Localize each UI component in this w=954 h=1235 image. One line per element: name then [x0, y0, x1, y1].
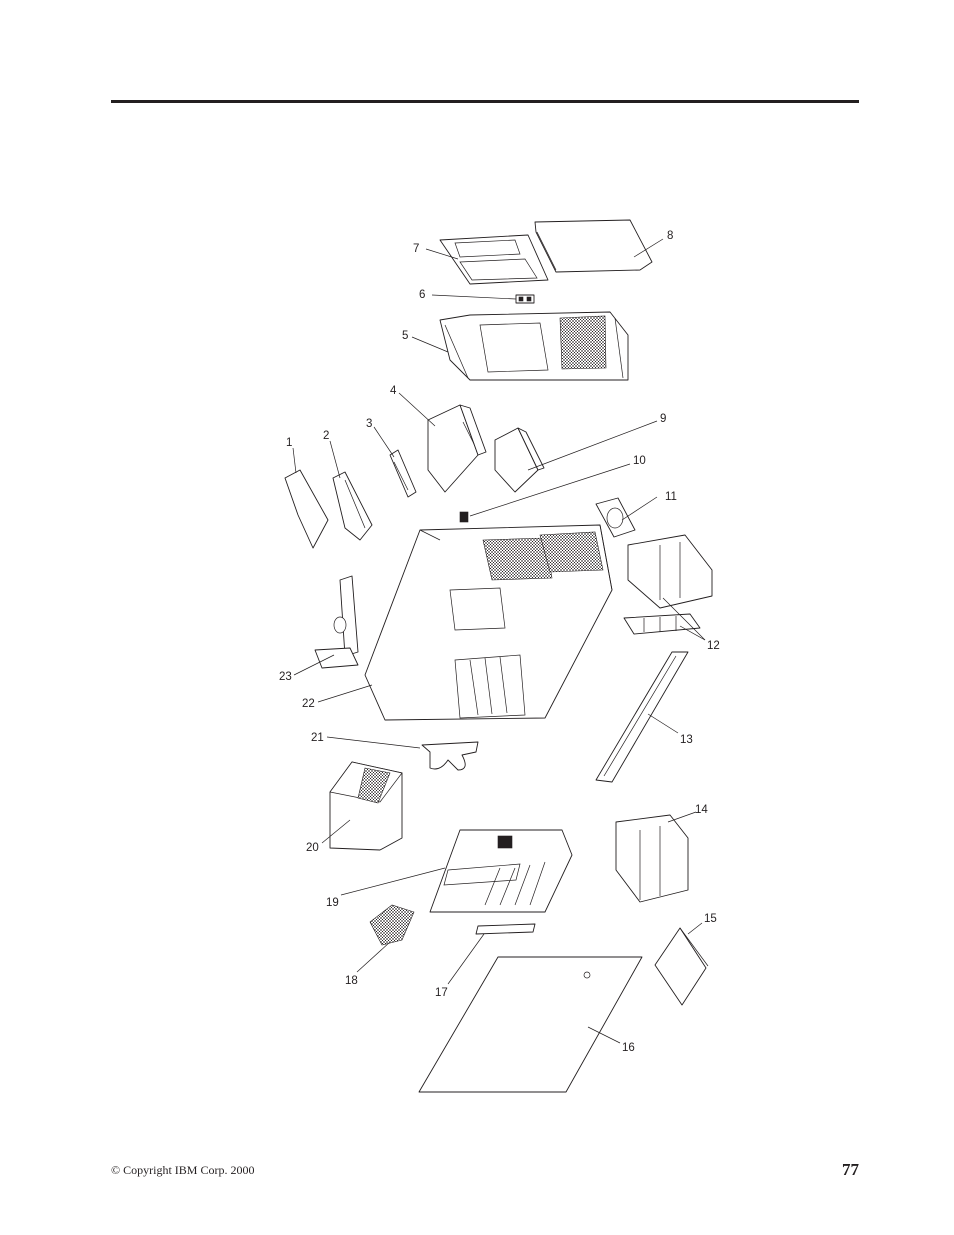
part-6-switch	[515, 294, 535, 304]
part-16-side-cover	[418, 956, 643, 1093]
part-22-chassis	[364, 524, 613, 721]
callout-21: 21	[311, 732, 324, 744]
callout-1: 1	[286, 437, 292, 449]
header-rule	[111, 100, 859, 103]
part-15-hard-disk	[654, 927, 709, 1006]
part-17-memory	[475, 923, 536, 935]
callout-7: 7	[413, 243, 419, 255]
part-14-drive-cage	[615, 814, 689, 903]
callout-6: 6	[419, 289, 425, 301]
callout-20: 20	[306, 842, 319, 854]
callout-16: 16	[622, 1042, 635, 1054]
callout-9: 9	[660, 413, 666, 425]
part-21-cable	[421, 741, 479, 771]
callout-18: 18	[345, 975, 358, 987]
callout-labels: 1 2 3 4 5 6 7 8 9 10 11 12 13 14 15 16 1…	[279, 230, 720, 1054]
part-4-cd-drive	[427, 404, 487, 493]
callout-19: 19	[326, 897, 339, 909]
part-5-front-bezel	[439, 311, 629, 381]
part-9-diskette-drive	[494, 427, 545, 493]
part-11-fan-duct	[595, 497, 636, 538]
callout-3: 3	[366, 418, 372, 430]
copyright-notice: © Copyright IBM Corp. 2000	[111, 1163, 255, 1177]
part-12-drive-cage	[623, 534, 713, 635]
part-2-bracket	[332, 471, 373, 541]
part-1-blank-cover	[284, 469, 329, 549]
callout-14: 14	[695, 804, 708, 816]
part-3-bay-filler	[389, 449, 417, 498]
callout-15: 15	[704, 913, 717, 925]
leader-lines	[292, 238, 706, 1044]
page-number: 77	[842, 1160, 859, 1179]
part-8-top-cover	[534, 219, 653, 273]
callout-10: 10	[633, 455, 646, 467]
part-19-system-board	[429, 829, 573, 913]
callout-4: 4	[390, 385, 397, 397]
part-18-heat-sink	[369, 904, 415, 946]
part-13-rail	[595, 651, 689, 783]
callout-13: 13	[680, 734, 693, 746]
callout-17: 17	[435, 987, 448, 999]
callout-2: 2	[323, 430, 329, 442]
callout-11: 11	[665, 491, 677, 503]
part-10-screw	[459, 511, 469, 523]
callout-23: 23	[279, 671, 292, 683]
part-20-power-supply	[329, 761, 403, 851]
callout-12: 12	[707, 640, 720, 652]
callout-22: 22	[302, 698, 315, 710]
callout-5: 5	[402, 330, 408, 342]
callout-8: 8	[667, 230, 673, 242]
part-7-bezel-door	[439, 234, 549, 285]
part-23-card-guide	[314, 575, 359, 669]
